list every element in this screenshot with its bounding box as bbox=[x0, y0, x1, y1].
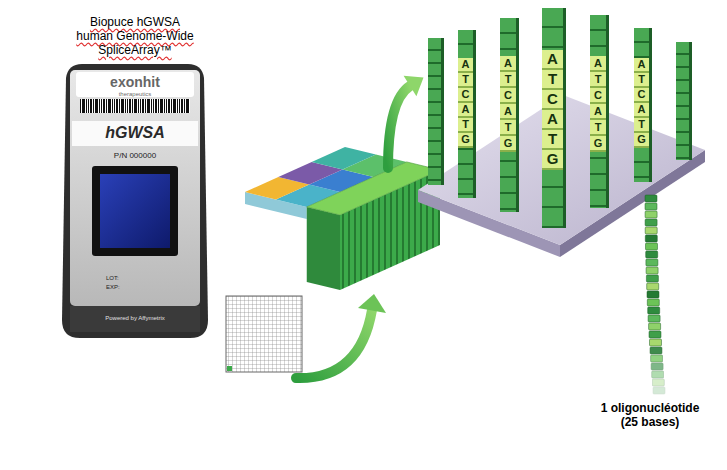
cartridge-face bbox=[70, 70, 200, 306]
chip-cartridge bbox=[62, 14, 208, 340]
nucleotide bbox=[645, 227, 657, 234]
base-letter: G bbox=[634, 133, 649, 148]
base-letter: A bbox=[458, 58, 473, 73]
base-letter: T bbox=[500, 120, 516, 136]
arrow-head bbox=[404, 76, 424, 97]
base-letter: T bbox=[590, 120, 606, 136]
nucleotide bbox=[646, 275, 658, 282]
arrow-head bbox=[358, 294, 386, 313]
base-letter: T bbox=[500, 72, 516, 88]
base-letter: T bbox=[634, 73, 649, 88]
base-letter: T bbox=[634, 118, 649, 133]
nucleotide bbox=[648, 307, 660, 314]
base-letter: T bbox=[542, 70, 563, 90]
base-letter: A bbox=[590, 56, 606, 72]
strand-caption: 1 oligonucléotide (25 bases) bbox=[591, 402, 709, 430]
base-letter: A bbox=[542, 110, 563, 130]
base-letter: C bbox=[634, 88, 649, 103]
array-window bbox=[92, 166, 178, 256]
base-letter: A bbox=[542, 50, 563, 70]
nucleotide bbox=[645, 211, 657, 218]
brand-logo: exonhit bbox=[62, 74, 208, 90]
expiry-field: EXP: bbox=[106, 284, 166, 291]
cartridge-shell bbox=[62, 64, 208, 338]
probe-column bbox=[676, 42, 692, 160]
flow-arrow bbox=[296, 294, 386, 378]
array-surface bbox=[100, 174, 170, 248]
probe-column bbox=[428, 38, 444, 185]
nucleotide bbox=[645, 219, 657, 226]
oligonucleotide-strand bbox=[645, 195, 665, 394]
wafer-cell bbox=[227, 366, 232, 371]
nucleotide bbox=[650, 347, 662, 354]
tile bbox=[312, 147, 376, 169]
nucleotide bbox=[646, 243, 658, 250]
base-letter: T bbox=[542, 130, 563, 150]
chip-title: Biopuce hGWSA human Genome-Wide SpliceAr… bbox=[73, 16, 197, 57]
nucleotide bbox=[647, 291, 659, 298]
nucleotide bbox=[647, 283, 659, 290]
maker-note: Powered by Affymetrix bbox=[62, 315, 208, 322]
nucleotide bbox=[646, 251, 658, 258]
barcode bbox=[80, 99, 190, 113]
base-letter: C bbox=[542, 90, 563, 110]
wafer-grid bbox=[226, 296, 302, 372]
base-letter: A bbox=[500, 56, 516, 72]
product-name: hGWSA bbox=[62, 124, 208, 142]
base-letter: C bbox=[458, 88, 473, 103]
nucleotide bbox=[648, 315, 660, 322]
lot-field: LOT: bbox=[106, 275, 166, 282]
nucleotide bbox=[652, 379, 664, 386]
nucleotide bbox=[649, 331, 661, 338]
flow-arrow bbox=[388, 76, 424, 168]
base-letter: A bbox=[634, 103, 649, 118]
arrow-body bbox=[388, 86, 410, 168]
block-face bbox=[307, 207, 340, 290]
nucleotide bbox=[647, 299, 659, 306]
base-letter: G bbox=[458, 133, 473, 148]
brand-tagline: therapeutics bbox=[62, 91, 208, 98]
base-letter: G bbox=[542, 150, 563, 170]
base-letter: T bbox=[458, 73, 473, 88]
base-letter: T bbox=[590, 72, 606, 88]
nucleotide bbox=[650, 339, 662, 346]
nucleotide bbox=[646, 259, 658, 266]
tile-block bbox=[245, 147, 440, 290]
base-letter: G bbox=[590, 136, 606, 152]
base-letter: T bbox=[458, 118, 473, 133]
tile bbox=[307, 162, 440, 215]
nucleotide bbox=[651, 363, 663, 370]
base-letter: G bbox=[500, 136, 516, 152]
nucleotide bbox=[652, 371, 664, 378]
nucleotide bbox=[649, 323, 661, 330]
nucleotide bbox=[645, 195, 657, 202]
part-number: P/N 000000 bbox=[62, 151, 208, 160]
nucleotide bbox=[645, 203, 657, 210]
arrow-body bbox=[296, 310, 372, 378]
nucleotide bbox=[653, 387, 665, 394]
base-letter: A bbox=[634, 58, 649, 73]
wafer bbox=[226, 296, 302, 372]
base-letter: A bbox=[458, 103, 473, 118]
base-letter: A bbox=[590, 104, 606, 120]
nucleotide bbox=[651, 355, 663, 362]
nucleotide bbox=[645, 235, 657, 242]
base-letter: C bbox=[590, 88, 606, 104]
nucleotide bbox=[646, 267, 658, 274]
base-letter: A bbox=[500, 104, 516, 120]
base-letter: C bbox=[500, 88, 516, 104]
biochip: Biopuce hGWSA human Genome-Wide SpliceAr… bbox=[62, 14, 208, 340]
